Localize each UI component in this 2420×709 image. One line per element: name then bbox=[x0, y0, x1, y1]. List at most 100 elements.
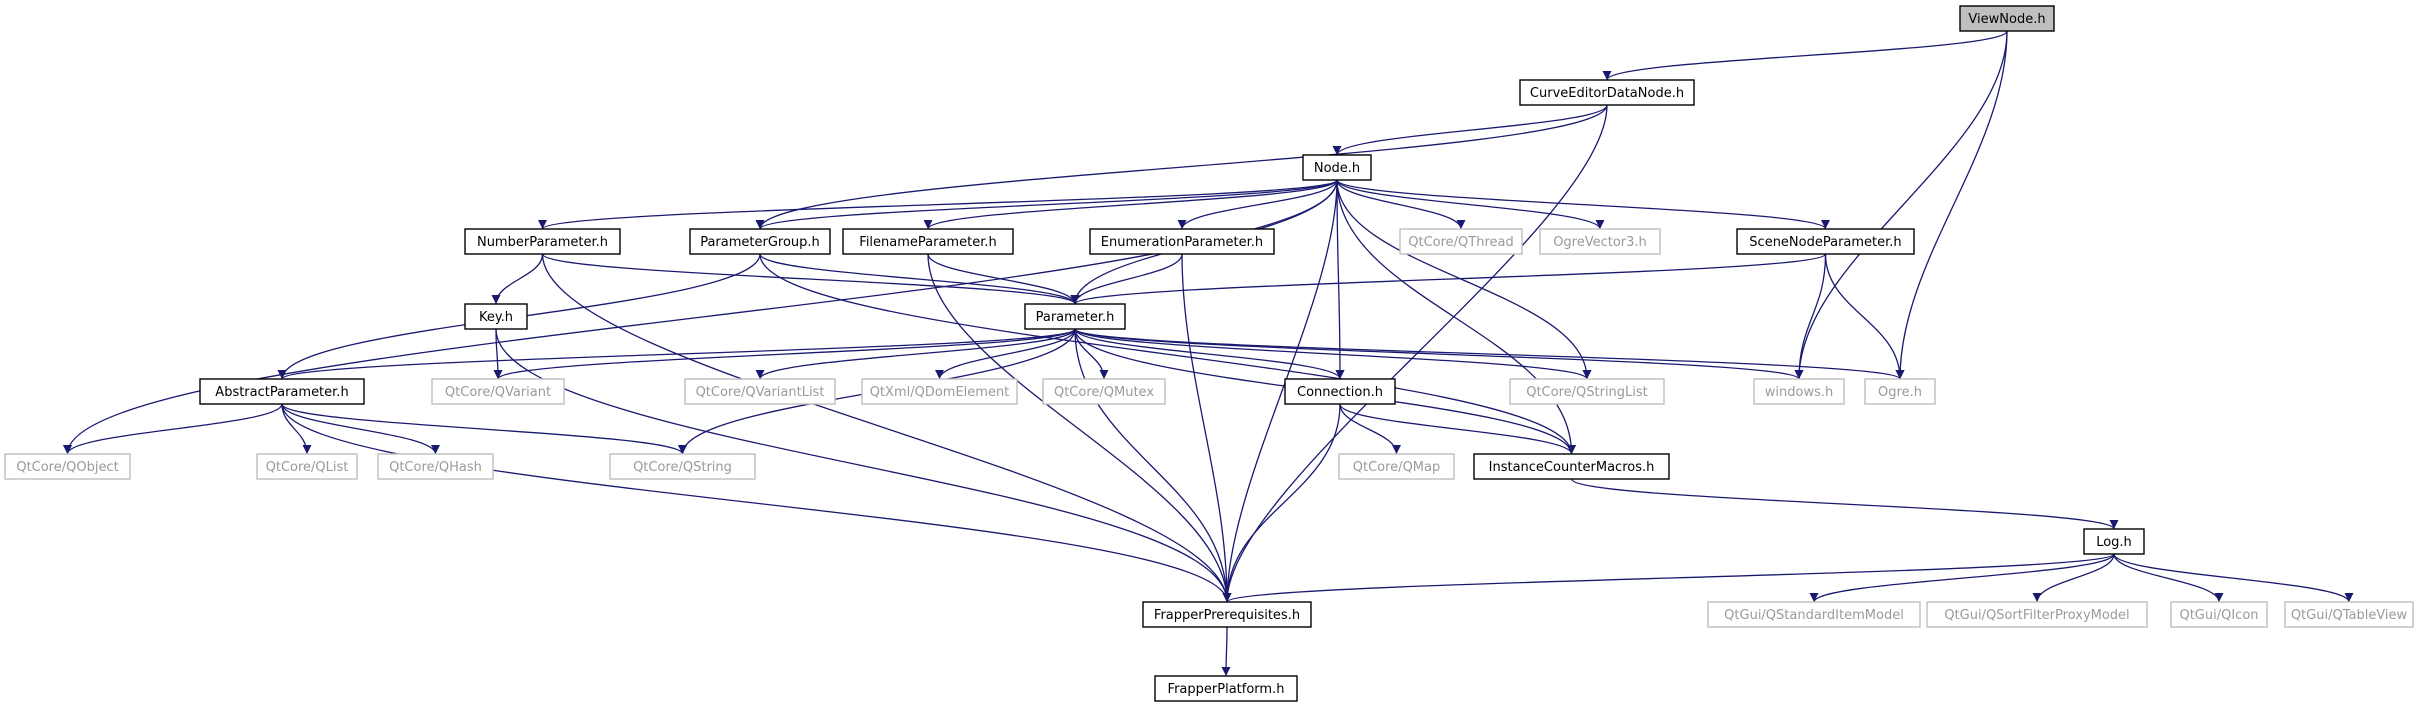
node-parameter-group[interactable]: ParameterGroup.h bbox=[689, 228, 831, 255]
node-label: InstanceCounterMacros.h bbox=[1489, 460, 1655, 475]
node-ogre-vector3: OgreVector3.h bbox=[1539, 228, 1661, 255]
edge-parameter-to-connection bbox=[1074, 328, 1345, 380]
node-label: QtGui/QStandardItemModel bbox=[1724, 608, 1904, 623]
node-qvariant-list: QtCore/QVariantList bbox=[684, 378, 836, 405]
node-box bbox=[1539, 228, 1661, 255]
edge-node-to-parameter-group bbox=[755, 179, 1338, 230]
edge-log-to-qsort-filter-proxy-model bbox=[2032, 553, 2115, 603]
node-qstandard-item-model: QtGui/QStandardItemModel bbox=[1707, 601, 1921, 628]
node-qthread: QtCore/QThread bbox=[1399, 228, 1523, 255]
edge-number-parameter-to-parameter bbox=[541, 253, 1080, 305]
node-number-parameter[interactable]: NumberParameter.h bbox=[464, 228, 621, 255]
edge-enumeration-parameter-to-frapper-prerequisites bbox=[1181, 253, 1232, 603]
node-instance-counter-macros[interactable]: InstanceCounterMacros.h bbox=[1473, 453, 1670, 480]
edge-node-to-qobject bbox=[63, 179, 1338, 455]
edge-number-parameter-to-key bbox=[491, 253, 544, 305]
edge-abstract-parameter-to-frapper-prerequisites bbox=[281, 403, 1232, 603]
edge-parameter-to-qdom-element bbox=[935, 328, 1076, 380]
node-label: ViewNode.h bbox=[1968, 12, 2045, 27]
edge-parameter-to-qmutex bbox=[1074, 328, 1109, 380]
node-qstring: QtCore/QString bbox=[609, 453, 756, 480]
node-windows: windows.h bbox=[1753, 378, 1845, 405]
node-box bbox=[1509, 378, 1665, 405]
node-filename-parameter[interactable]: FilenameParameter.h bbox=[842, 228, 1014, 255]
node-box bbox=[1089, 228, 1275, 255]
node-label: Parameter.h bbox=[1036, 310, 1115, 325]
node-label: EnumerationParameter.h bbox=[1101, 235, 1263, 250]
edge-connection-to-qmap bbox=[1339, 403, 1401, 455]
edge-node-to-qthread bbox=[1336, 179, 1466, 230]
edge-parameter-to-qvariant-list bbox=[755, 328, 1076, 380]
node-box bbox=[1024, 303, 1126, 330]
edge-node-to-number-parameter bbox=[538, 179, 1338, 230]
edge-parameter-to-windows bbox=[1074, 328, 1804, 380]
node-label: QtCore/QMutex bbox=[1054, 385, 1154, 400]
node-label: Ogre.h bbox=[1878, 385, 1922, 400]
node-label: Connection.h bbox=[1297, 385, 1383, 400]
node-label: QtXml/QDomElement bbox=[870, 385, 1010, 400]
edge-parameter-group-to-parameter bbox=[759, 253, 1080, 305]
node-view-node[interactable]: ViewNode.h bbox=[1959, 5, 2055, 32]
node-box bbox=[684, 378, 836, 405]
node-label: Log.h bbox=[2096, 535, 2132, 550]
node-scene-node-parameter[interactable]: SceneNodeParameter.h bbox=[1736, 228, 1915, 255]
node-label: FrapperPlatform.h bbox=[1168, 682, 1285, 697]
node-label: NumberParameter.h bbox=[477, 235, 608, 250]
node-label: Node.h bbox=[1314, 161, 1360, 176]
node-label: ParameterGroup.h bbox=[700, 235, 820, 250]
node-box bbox=[609, 453, 756, 480]
node-label: QtCore/QStringList bbox=[1526, 385, 1648, 400]
node-abstract-parameter[interactable]: AbstractParameter.h bbox=[199, 378, 365, 405]
edge-parameter-group-to-instance-counter-macros bbox=[759, 253, 1576, 455]
node-box bbox=[2083, 528, 2145, 555]
edge-abstract-parameter-to-qlist bbox=[281, 403, 312, 455]
node-parameter[interactable]: Parameter.h bbox=[1024, 303, 1126, 330]
edge-curve-editor-data-node-to-node bbox=[1332, 104, 1608, 156]
edge-connection-to-instance-counter-macros bbox=[1339, 403, 1576, 455]
node-label: SceneNodeParameter.h bbox=[1749, 235, 1901, 250]
node-box bbox=[1284, 378, 1396, 405]
edge-log-to-qicon bbox=[2113, 553, 2224, 603]
node-box bbox=[861, 378, 1018, 405]
node-node[interactable]: Node.h bbox=[1302, 154, 1372, 181]
node-curve-editor-data-node[interactable]: CurveEditorDataNode.h bbox=[1519, 79, 1695, 106]
edge-node-to-ogre-vector3 bbox=[1336, 179, 1605, 230]
edge-scene-node-parameter-to-windows bbox=[1794, 253, 1827, 380]
node-label: windows.h bbox=[1765, 385, 1833, 400]
node-box bbox=[464, 303, 528, 330]
edge-key-to-frapper-prerequisites bbox=[495, 328, 1232, 603]
edge-parameter-to-ogre bbox=[1074, 328, 1905, 380]
edge-log-to-qstandard-item-model bbox=[1809, 553, 2115, 603]
node-enumeration-parameter[interactable]: EnumerationParameter.h bbox=[1089, 228, 1275, 255]
edge-curve-editor-data-node-to-parameter-group bbox=[755, 104, 1608, 230]
edge-node-to-frapper-prerequisites bbox=[1222, 179, 1338, 603]
node-frapper-prerequisites[interactable]: FrapperPrerequisites.h bbox=[1142, 601, 1312, 628]
edge-node-to-scene-node-parameter bbox=[1336, 179, 1830, 230]
node-box bbox=[1736, 228, 1915, 255]
node-qlist: QtCore/QList bbox=[256, 453, 358, 480]
node-label: Key.h bbox=[479, 310, 513, 325]
node-box bbox=[1338, 453, 1455, 480]
edge-connection-to-frapper-prerequisites bbox=[1222, 403, 1341, 603]
node-qhash: QtCore/QHash bbox=[377, 453, 494, 480]
edge-layer bbox=[63, 30, 2354, 677]
node-qobject: QtCore/QObject bbox=[4, 453, 131, 480]
node-box bbox=[199, 378, 365, 405]
node-ogre: Ogre.h bbox=[1864, 378, 1936, 405]
edge-node-to-enumeration-parameter bbox=[1177, 179, 1338, 230]
edge-frapper-prerequisites-to-frapper-platform bbox=[1221, 626, 1231, 677]
node-box bbox=[4, 453, 131, 480]
node-box bbox=[1707, 601, 1921, 628]
node-frapper-platform[interactable]: FrapperPlatform.h bbox=[1154, 675, 1298, 702]
node-box bbox=[1042, 378, 1166, 405]
node-box bbox=[2170, 601, 2268, 628]
node-box bbox=[464, 228, 621, 255]
node-box bbox=[1142, 601, 1312, 628]
edge-parameter-to-frapper-prerequisites bbox=[1074, 328, 1232, 603]
node-connection[interactable]: Connection.h bbox=[1284, 378, 1396, 405]
node-box bbox=[1959, 5, 2055, 32]
node-log[interactable]: Log.h bbox=[2083, 528, 2145, 555]
node-qicon: QtGui/QIcon bbox=[2170, 601, 2268, 628]
node-key[interactable]: Key.h bbox=[464, 303, 528, 330]
